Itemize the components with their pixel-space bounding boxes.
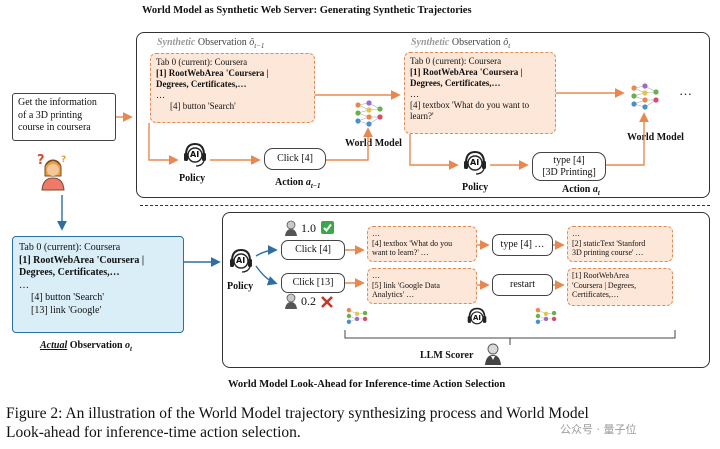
svg-text:?: ?	[37, 153, 45, 168]
action-pill-prev: Click [4]	[264, 148, 326, 170]
branch2-observation: … [5] link 'Google Data Analytics' …	[367, 268, 477, 304]
obs-line: Tab 0 (current): Coursera	[19, 242, 121, 253]
policy-label: Policy	[227, 281, 254, 292]
obs-line: [4] textbox 'What do you want to	[410, 99, 530, 110]
branch2-next-action: restart	[492, 274, 553, 296]
llm-scorer-label: LLM Scorer	[420, 350, 474, 361]
ai-text: AI	[470, 158, 480, 167]
judge-icon	[484, 343, 502, 370]
synthetic-prev-label: Synthetic Observation ôt−1	[157, 37, 265, 50]
branch2-final-observation: [1] RootWebArea 'Coursera | Degrees, Cer…	[567, 268, 673, 306]
world-model-icon	[346, 306, 368, 331]
action-prev-label: Action at−1	[275, 177, 321, 190]
branch2-action: Click [13]	[281, 273, 345, 293]
arrow	[148, 123, 179, 165]
obs-line: Tab 0 (current): Coursera	[410, 56, 502, 66]
score-good: 1.0	[301, 221, 316, 235]
obs-line: learn?'	[410, 110, 434, 121]
obs-line: Degrees, Certificates,…	[156, 78, 247, 89]
top-title: World Model as Synthetic Web Server: Gen…	[142, 5, 472, 16]
obs-line: [13] link 'Google'	[31, 304, 102, 316]
task-line: of a 3D printing	[18, 109, 83, 121]
bottom-title: World Model Look-Ahead for Inference-tim…	[228, 379, 506, 390]
user-icon: ? ?	[35, 152, 69, 197]
scorer-bracket	[344, 330, 676, 339]
obs-line: Analytics' …	[372, 290, 415, 300]
caption-line: Look-ahead for inference-time action sel…	[6, 424, 301, 441]
world-model-icon	[630, 83, 660, 114]
obs-line: Certificates,…	[572, 290, 619, 300]
cross-icon	[321, 295, 333, 313]
obs-line: [2] staticText 'Stanford	[572, 238, 646, 248]
task-line: course in coursera	[18, 122, 91, 133]
obs-line: …	[372, 271, 380, 280]
obs-line: …	[572, 229, 580, 238]
policy-icon	[462, 149, 488, 180]
policy-label: Policy	[179, 173, 206, 184]
policy-icon	[466, 306, 488, 333]
obs-line: Degrees, Certificates,…	[19, 267, 120, 278]
actual-observation-label: Actual Observation ot	[40, 340, 132, 353]
judge-icon	[284, 220, 298, 241]
obs-line: Degrees, Certificates,…	[410, 77, 501, 88]
obs-line: want to learn?' …	[372, 248, 429, 258]
bottom-panel	[222, 212, 710, 368]
obs-line: 3D printing course' …	[572, 248, 644, 258]
obs-line: …	[19, 279, 29, 291]
policy-label: Policy	[462, 182, 489, 193]
svg-text:?: ?	[61, 155, 66, 165]
ai-text: AI	[236, 256, 246, 265]
actual-observation: Tab 0 (current): Coursera [1] RootWebAre…	[12, 236, 184, 333]
arrow	[409, 134, 459, 170]
caption-line: Figure 2: An illustration of the World M…	[6, 405, 589, 422]
obs-line: 'Coursera | Degrees,	[572, 280, 637, 290]
obs-line: [1] RootWebArea 'Coursera |	[410, 66, 523, 77]
check-icon	[321, 221, 334, 239]
world-model-icon	[354, 100, 384, 131]
action-line: [3D Printing]	[542, 167, 596, 178]
watermark: 公众号 · 量子位	[560, 423, 637, 436]
judge-icon	[284, 293, 298, 314]
obs-line: …	[156, 89, 165, 100]
branch1-observation: … [4] textbox 'What do you want to learn…	[367, 226, 477, 262]
obs-line: [4] button 'Search'	[31, 292, 105, 303]
obs-line: [1] RootWebArea	[572, 271, 629, 280]
action-cur-label: Action at	[562, 184, 600, 197]
task-box: Get the information of a 3D printing cou…	[12, 93, 116, 141]
obs-line: [1] RootWebArea 'Coursera |	[19, 254, 145, 266]
top-panel	[136, 32, 710, 198]
synthetic-cur-label: Synthetic Observation ôt	[411, 37, 511, 50]
policy-icon	[182, 141, 208, 172]
obs-line: Tab 0 (current): Coursera	[156, 57, 248, 67]
score-bad: 0.2	[301, 294, 316, 308]
task-line: Get the information	[18, 97, 97, 108]
obs-line: [5] link 'Google Data	[372, 280, 440, 290]
branch1-action: Click [4]	[281, 240, 345, 260]
arrow	[255, 265, 278, 286]
branch1-next-action: type [4] …	[492, 234, 553, 256]
arrow	[255, 245, 278, 257]
branch1-final-observation: … [2] staticText 'Stanford 3D printing c…	[567, 226, 673, 262]
ellipsis: …	[679, 83, 692, 98]
obs-line: …	[372, 229, 380, 238]
action-line: type [4]	[553, 155, 585, 166]
world-model-label: World Model	[345, 138, 402, 149]
ai-text: AI	[473, 314, 482, 322]
section-divider	[140, 205, 710, 206]
synthetic-observation-cur: Tab 0 (current): Coursera [1] RootWebAre…	[404, 52, 556, 134]
world-model-label: World Model	[627, 132, 684, 143]
action-pill-cur: type [4] [3D Printing]	[532, 152, 606, 181]
arrow	[326, 127, 373, 161]
policy-icon	[228, 247, 254, 278]
obs-line: [4] textbox 'What do you	[372, 238, 453, 248]
obs-line: [1] RootWebArea 'Coursera |	[156, 67, 269, 78]
obs-line: [4] button 'Search'	[170, 100, 236, 111]
synthetic-observation-prev: Tab 0 (current): Coursera [1] RootWebAre…	[150, 53, 315, 123]
obs-line: …	[410, 88, 419, 99]
world-model-icon	[535, 306, 557, 331]
arrow	[606, 112, 649, 166]
ai-text: AI	[190, 150, 200, 159]
